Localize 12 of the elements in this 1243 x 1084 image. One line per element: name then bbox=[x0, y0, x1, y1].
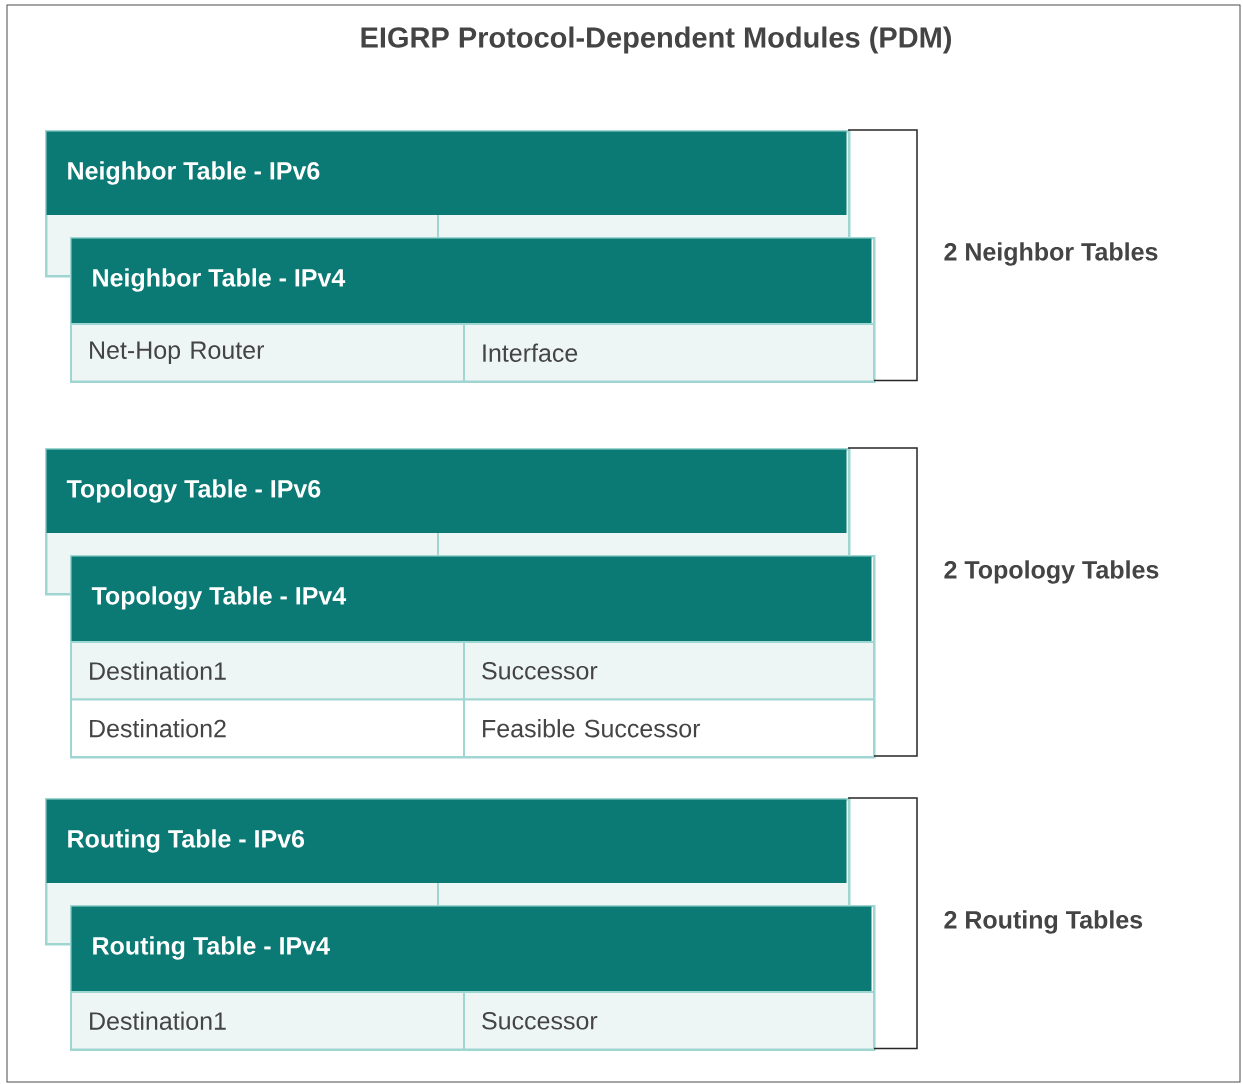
table-cell: Destination1 bbox=[70, 641, 465, 701]
group-label: 2 Routing Tables bbox=[944, 910, 1143, 934]
title: EIGRP Protocol-Dependent Modules (PDM) bbox=[361, 26, 951, 54]
group-label: 2 Topology Tables bbox=[944, 560, 1159, 584]
table-cell: Destination1 bbox=[70, 991, 465, 1051]
table-cell: Destination2 bbox=[70, 698, 465, 758]
table-cell: Successor bbox=[463, 641, 875, 701]
group-label: 2 Neighbor Tables bbox=[944, 242, 1158, 266]
table-cell: Successor bbox=[463, 991, 875, 1051]
table-cell: Interface bbox=[463, 323, 875, 383]
table-cell: Net-Hop Router bbox=[70, 323, 465, 383]
table-cell: Feasible Successor bbox=[463, 698, 875, 758]
